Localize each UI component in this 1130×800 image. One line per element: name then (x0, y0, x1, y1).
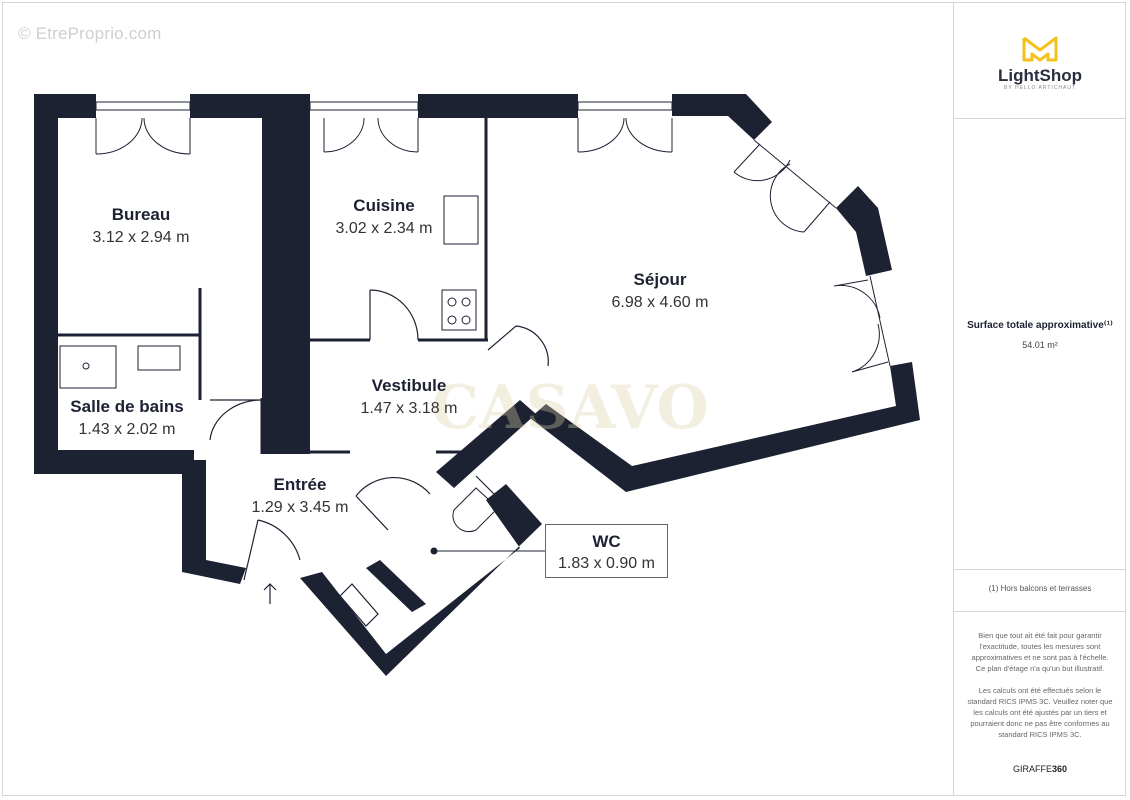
window-cuisine (309, 101, 419, 111)
door-sdb (209, 399, 263, 441)
casement-right-2 (851, 323, 889, 373)
room-dimensions: 1.47 x 3.18 m (360, 400, 458, 417)
surface-label: Surface totale approximative⁽¹⁾ (967, 320, 1113, 331)
window-sejour-top (577, 101, 673, 111)
surface-value: 54.01 m² (1022, 340, 1058, 350)
window-casements (95, 117, 891, 373)
entrance-arrow-icon (263, 583, 277, 604)
room-dimensions: 6.98 x 4.60 m (611, 294, 709, 311)
room-vestibule: Vestibule 1.47 x 3.18 m (348, 376, 470, 418)
logo-section: LightShop BY HELLO ARTICHAUT (954, 2, 1126, 119)
wall-wc-inner (366, 560, 426, 612)
footnote-section: (1) Hors balcons et terrasses (954, 570, 1126, 612)
room-name: Vestibule (371, 376, 447, 395)
washbasin (137, 345, 181, 371)
room-dimensions: 1.29 x 3.45 m (251, 499, 349, 516)
casement-right-1 (833, 279, 881, 319)
wall-central (262, 94, 310, 454)
info-sidebar: LightShop BY HELLO ARTICHAUT Surface tot… (953, 2, 1126, 796)
cooktop (441, 289, 477, 331)
window-sejour-diagonal (753, 139, 837, 209)
room-bureau: Bureau 3.12 x 2.94 m (86, 205, 196, 247)
kitchen-sink (443, 195, 479, 245)
toilet (452, 487, 499, 533)
wall-top-1 (34, 94, 96, 118)
disclaimer-paragraph-2: Les calculs ont été effectués selon le s… (967, 686, 1113, 739)
wall-sejour-top-corner (672, 94, 772, 140)
window-sejour-right (869, 275, 891, 367)
door-wc (355, 476, 431, 531)
wc-cupboard (339, 583, 379, 627)
etreproprio-watermark: © EtreProprio.com (18, 24, 162, 43)
room-entree: Entrée 1.29 x 3.45 m (240, 475, 360, 517)
wall-left (34, 94, 58, 474)
brand-suffix: 360 (1051, 764, 1068, 774)
room-sejour: Séjour 6.98 x 4.60 m (598, 270, 722, 312)
wall-top-3 (418, 94, 578, 118)
casavo-watermark: CASAVO (431, 373, 709, 443)
wall-sejour-bottom (530, 362, 920, 492)
room-dimensions: 1.43 x 2.02 m (78, 421, 176, 438)
room-name: Bureau (111, 205, 171, 224)
disclaimer: Bien que tout ait été fait pour garantir… (966, 630, 1114, 751)
casement-diag-2 (769, 163, 831, 233)
door-entree-main (243, 519, 301, 581)
lightshop-logo-icon (1022, 36, 1058, 62)
thin-walls (58, 118, 488, 454)
wall-sejour-right-1 (836, 186, 892, 276)
room-name: Salle de bains (70, 397, 184, 416)
doors (209, 289, 549, 627)
room-salle-de-bains: Salle de bains 1.43 x 2.02 m (58, 397, 196, 439)
brand-name: LightShop (997, 66, 1083, 85)
casement-cuisine-right (377, 117, 419, 153)
windows (95, 101, 673, 111)
casement-cuisine-left (323, 117, 365, 153)
wall-diagonal (436, 400, 536, 488)
room-dimensions: 1.83 x 0.90 m (558, 555, 655, 572)
brand-tagline: BY HELLO ARTICHAUT (1004, 85, 1076, 91)
floor-plan: © EtreProprio.com (18, 24, 920, 676)
room-name: WC (592, 532, 621, 551)
brand-prefix: GIRAFFE (1012, 764, 1052, 774)
wall-sdb-bottom (34, 450, 194, 474)
casement-sejour-left (577, 117, 625, 153)
surface-section: Surface totale approximative⁽¹⁾ 54.01 m² (954, 119, 1126, 570)
window-bureau (95, 101, 191, 111)
shower-drain (82, 362, 90, 370)
wc-leader (430, 547, 545, 555)
door-cuisine (369, 289, 419, 341)
giraffe360-brand: GIRAFFE360 (954, 764, 1126, 774)
room-name: Entrée (273, 475, 327, 494)
walls (34, 94, 920, 676)
room-cuisine: Cuisine 3.02 x 2.34 m (324, 196, 444, 238)
casement-sejour-right (625, 117, 673, 153)
casement-bureau-right (143, 117, 191, 155)
room-dimensions: 3.02 x 2.34 m (335, 220, 433, 237)
room-name: Cuisine (353, 196, 415, 215)
floor-plan-drawing: CASAVO (34, 94, 920, 676)
room-dimensions: 3.12 x 2.94 m (92, 229, 190, 246)
room-name: Séjour (633, 270, 687, 289)
fixtures (59, 195, 499, 533)
wall-entree-left (182, 460, 246, 584)
shower-tray (59, 345, 117, 389)
door-sejour (487, 325, 549, 367)
disclaimer-paragraph-1: Bien que tout ait été fait pour garantir… (971, 631, 1109, 673)
casement-bureau-left (95, 117, 143, 155)
footnote: (1) Hors balcons et terrasses (988, 584, 1092, 593)
room-wc-callout: WC 1.83 x 0.90 m (545, 524, 668, 578)
wall-wc-bottom (300, 484, 542, 676)
